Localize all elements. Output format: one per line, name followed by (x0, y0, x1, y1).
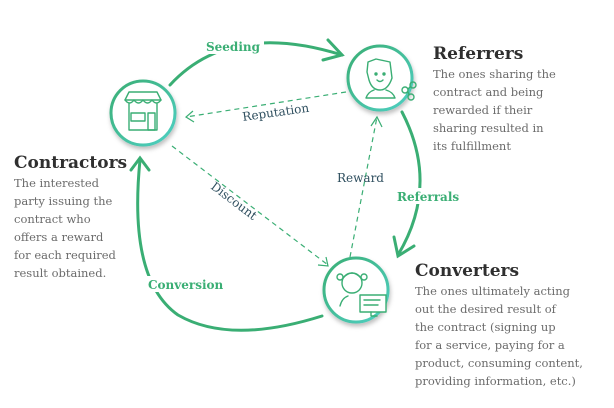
contractors-node (109, 79, 177, 147)
referrers-line: rewarded if their (433, 103, 533, 117)
referrers-line: contract and being (433, 85, 544, 99)
reputation-arrowhead (184, 110, 195, 123)
converters-line: for a service, paying for a (415, 338, 565, 352)
contractors-line: offers a reward (14, 230, 104, 244)
referrers-line: sharing resulted in (433, 121, 544, 135)
referrers-node (346, 44, 417, 112)
conversion-arrowhead (129, 155, 151, 172)
referrals-label: Referrals (397, 190, 459, 204)
contractors-line: for each required (14, 248, 117, 262)
referrers-title: Referrers (433, 44, 523, 64)
seeding-label: Seeding (206, 40, 261, 54)
reward-label: Reward (337, 171, 384, 185)
sharing-person-icon (365, 58, 417, 101)
contractors-line: contract who (14, 212, 91, 226)
converters-line: out the desired result of (415, 302, 557, 316)
discount-label: Discount (208, 179, 260, 223)
discount-line (171, 145, 329, 266)
referrers-line: its fulfillment (433, 139, 511, 153)
converters-title: Converters (415, 261, 519, 281)
referrers-description: Referrers The ones sharing the contract … (433, 44, 556, 153)
conversion-label: Conversion (148, 278, 224, 292)
contractors-title: Contractors (14, 153, 127, 173)
converters-line: the contract (signing up (415, 320, 556, 334)
referrers-line: The ones sharing the (433, 67, 556, 81)
discount-arrowhead (317, 256, 329, 267)
referrals-arrowhead (392, 235, 416, 259)
contractors-description: Contractors The interested party issuing… (14, 153, 127, 280)
contractors-line: party issuing the (14, 194, 113, 208)
referrals-arc (396, 110, 422, 257)
storefront-icon (124, 91, 162, 131)
converters-line: product, consuming content, (415, 356, 583, 370)
contractors-line: result obtained. (14, 266, 106, 280)
conversion-arc (136, 158, 324, 332)
reward-line (349, 116, 378, 258)
converters-line: providing information, etc.) (415, 374, 576, 388)
person-with-screen-icon (336, 272, 387, 317)
seeding-arrowhead (321, 38, 345, 62)
reward-arrowhead (370, 115, 383, 128)
converters-description: Converters The ones ultimately acting ou… (415, 261, 583, 388)
contractors-line: The interested (14, 176, 100, 190)
reputation-label: Reputation (241, 101, 310, 124)
converters-line: The ones ultimately acting (415, 284, 571, 298)
converters-node (322, 256, 390, 324)
